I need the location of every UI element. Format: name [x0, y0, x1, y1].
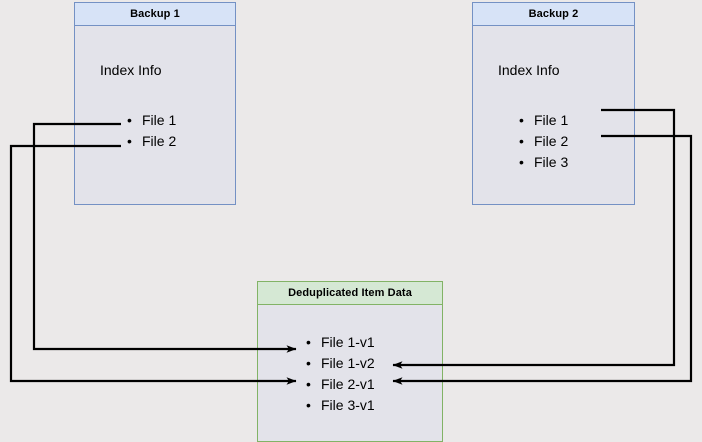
- node-backup-2[interactable]: Backup 2 Index Info File 1 File 2 File 3: [472, 2, 635, 205]
- list-item: File 1: [519, 110, 568, 131]
- list-item: File 1-v2: [306, 353, 375, 374]
- node-backup-2-body: Index Info File 1 File 2 File 3: [473, 26, 634, 204]
- list-item: File 3-v1: [306, 395, 375, 416]
- node-deduplicated-item-data-body: File 1-v1 File 1-v2 File 2-v1 File 3-v1: [258, 305, 442, 441]
- list-item: File 3: [519, 152, 568, 173]
- list-item: File 1: [127, 110, 176, 131]
- backup-2-file-list: File 1 File 2 File 3: [519, 110, 568, 173]
- list-item: File 2-v1: [306, 374, 375, 395]
- node-backup-2-header: Backup 2: [473, 3, 634, 26]
- list-item: File 2: [519, 131, 568, 152]
- node-backup-1-body: Index Info File 1 File 2: [75, 26, 235, 204]
- list-item: File 1-v1: [306, 332, 375, 353]
- node-backup-1[interactable]: Backup 1 Index Info File 1 File 2: [74, 2, 236, 205]
- node-deduplicated-item-data-header: Deduplicated Item Data: [258, 282, 442, 305]
- node-backup-1-header: Backup 1: [75, 3, 235, 26]
- dedup-file-list: File 1-v1 File 1-v2 File 2-v1 File 3-v1: [306, 332, 375, 416]
- backup-1-file-list: File 1 File 2: [127, 110, 176, 152]
- node-deduplicated-item-data[interactable]: Deduplicated Item Data File 1-v1 File 1-…: [257, 281, 443, 442]
- backup-1-index-info-label: Index Info: [100, 62, 162, 78]
- list-item: File 2: [127, 131, 176, 152]
- backup-2-index-info-label: Index Info: [498, 62, 560, 78]
